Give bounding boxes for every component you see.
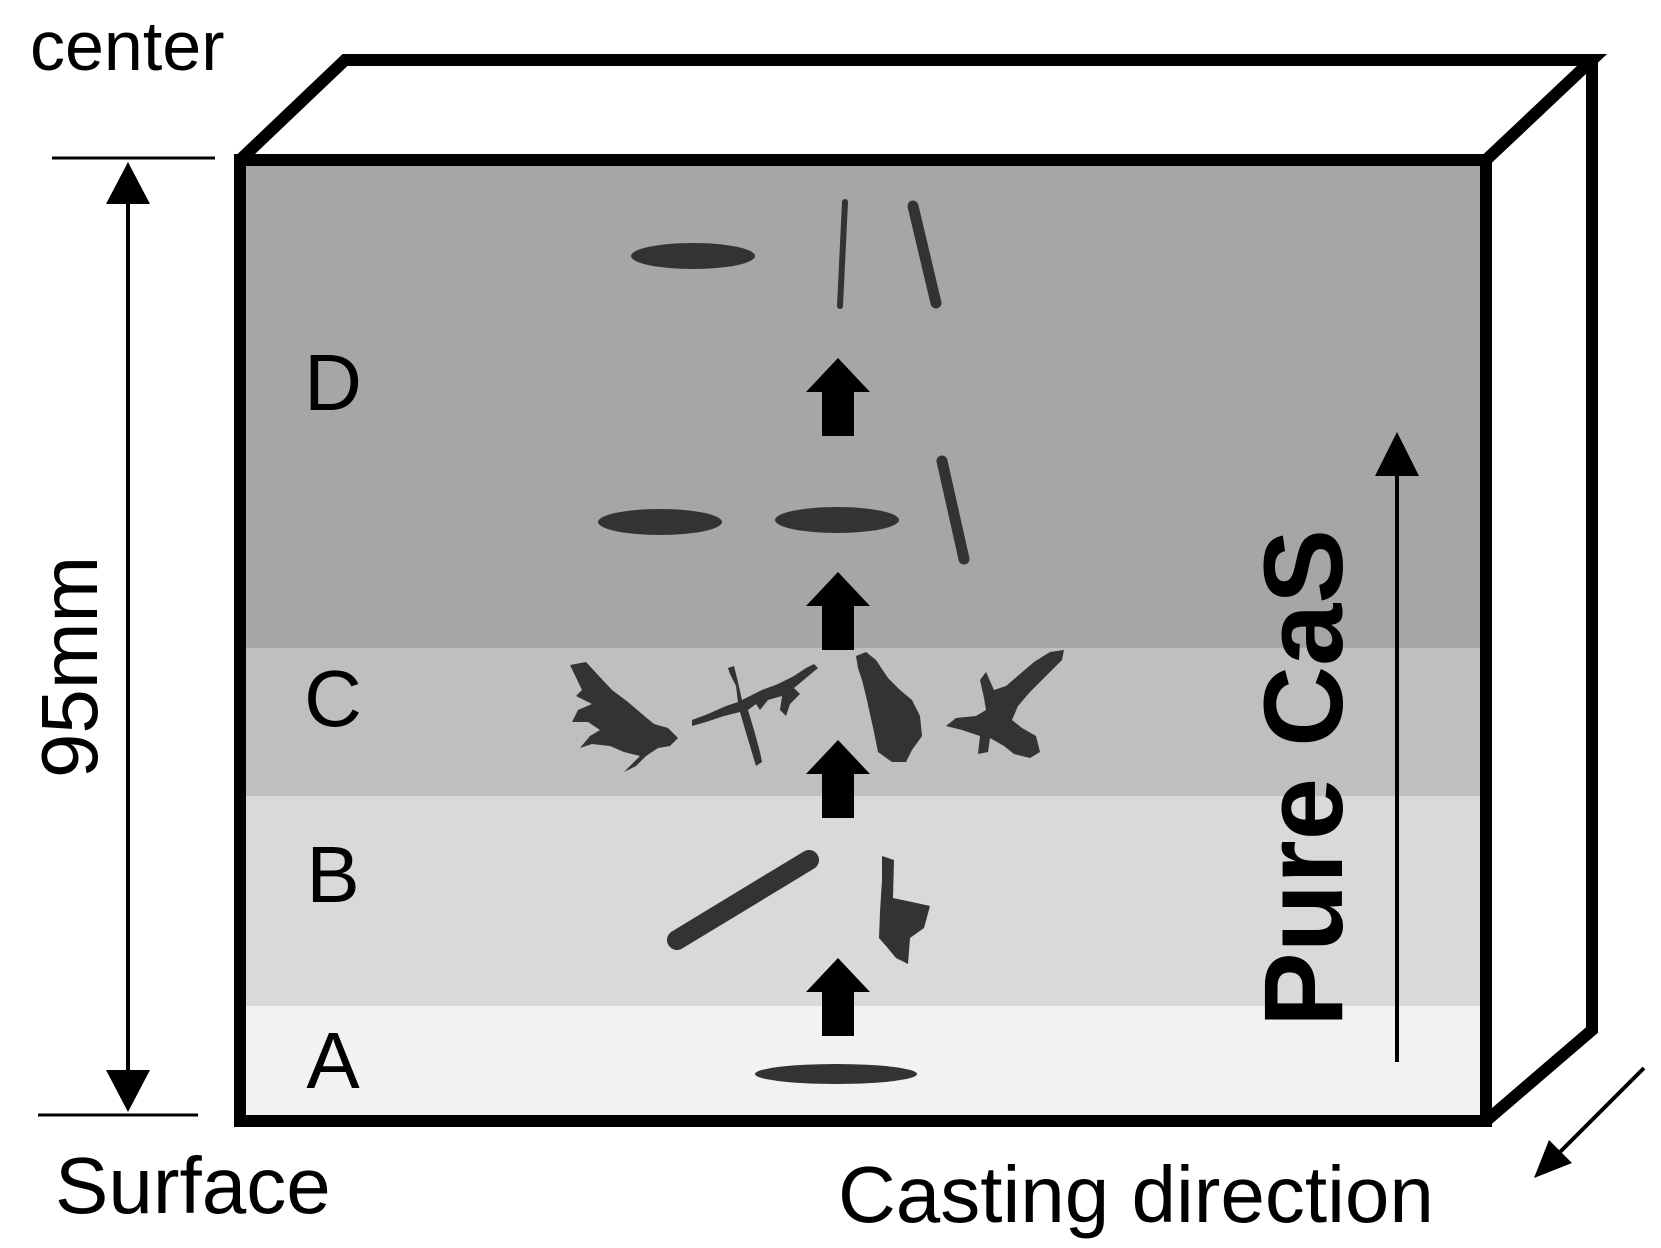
inclusion-rod-d2 [907, 200, 942, 309]
zone-b-band [240, 796, 1486, 1006]
inclusion-ellipse-d1 [598, 509, 722, 535]
casting-direction-arrow [1534, 1066, 1646, 1178]
surface-label: Surface [55, 1141, 331, 1230]
inclusion-needle-d [837, 199, 848, 309]
zone-label-a: A [306, 1016, 360, 1105]
inclusion-dendrite-c3 [856, 652, 922, 762]
trend-label: Pure CaS [1241, 529, 1366, 1027]
inclusion-dendrite-c1 [570, 662, 678, 772]
side-face [1482, 60, 1598, 1126]
thickness-label: 95mm [25, 556, 114, 778]
trend-arrow [1375, 432, 1419, 1062]
front-face [234, 154, 1492, 1127]
block-arrow-c-d [806, 572, 870, 650]
block-arrow-b-c [806, 740, 870, 818]
trend-arrow-head [1375, 432, 1419, 476]
top-face [235, 54, 1608, 165]
inclusions [570, 199, 1064, 1084]
casting-direction-label: Casting direction [838, 1150, 1434, 1239]
dimension-arrow-up [106, 162, 150, 204]
casting-arrow-shaft [1554, 1066, 1646, 1158]
dimension-arrow-down [106, 1070, 150, 1112]
inclusion-dendrite-c2 [692, 664, 818, 766]
inclusion-dendrite-c4 [946, 650, 1064, 758]
block-arrow-d-top [806, 358, 870, 436]
inclusion-ellipse-a [755, 1064, 917, 1084]
center-label: center [30, 7, 225, 85]
zone-d-band [240, 160, 1486, 648]
inclusion-ellipse-d3 [631, 243, 755, 269]
slab-outline [234, 54, 1608, 1127]
thickness-dimension [38, 156, 215, 1117]
inclusion-rod-b [667, 850, 819, 950]
block-arrow-a-b [806, 958, 870, 1036]
evolution-arrows [806, 358, 870, 1036]
inclusion-irregular-b [879, 856, 930, 964]
zone-label-d: D [304, 338, 362, 427]
inclusion-rod-d1 [936, 455, 970, 565]
zone-label-b: B [306, 830, 359, 919]
casting-arrow-head [1534, 1140, 1572, 1178]
zone-bands [240, 160, 1486, 1121]
zone-a-band [240, 1006, 1486, 1121]
zone-label-c: C [304, 654, 362, 743]
inclusion-ellipse-d2 [775, 507, 899, 533]
